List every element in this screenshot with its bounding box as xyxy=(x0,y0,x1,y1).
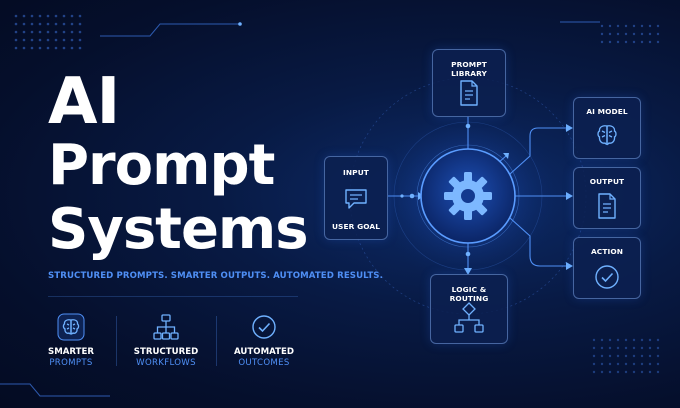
check-circle-icon xyxy=(593,263,621,291)
feature-structured-workflows: STRUCTURED WORKFLOWS xyxy=(121,312,211,368)
node-ai-model[interactable]: AI MODEL xyxy=(573,97,641,159)
node-ai-model-label: AI MODEL xyxy=(586,107,628,116)
node-action[interactable]: ACTION xyxy=(573,237,641,299)
node-prompt-library-label: PROMPT LIBRARY xyxy=(451,60,487,78)
tagline-divider xyxy=(48,296,298,297)
feature-smarter-prompts: SMARTER PROMPTS xyxy=(26,312,116,368)
chat-icon xyxy=(343,187,369,211)
node-input-label: INPUT xyxy=(343,168,369,177)
feature-line-2: OUTCOMES xyxy=(238,357,290,368)
node-action-label: ACTION xyxy=(590,247,623,256)
headline-line-1: AI xyxy=(48,65,120,139)
dot-grid-top-right xyxy=(600,24,660,44)
document-icon xyxy=(596,192,618,220)
node-prompt-library[interactable]: PROMPT LIBRARY xyxy=(432,49,506,117)
feature-line-1: STRUCTURED xyxy=(133,347,199,357)
node-logic-routing[interactable]: LOGIC & ROUTING xyxy=(430,274,508,344)
node-logic-routing-label: LOGIC & ROUTING xyxy=(449,285,489,303)
gear-icon xyxy=(441,169,495,223)
check-circle-icon xyxy=(249,312,279,342)
node-input[interactable]: INPUT USER GOAL xyxy=(324,156,388,240)
feature-line-2: PROMPTS xyxy=(49,357,93,368)
node-output-label: OUTPUT xyxy=(589,177,625,186)
brain-icon xyxy=(593,123,621,149)
feature-divider xyxy=(216,316,217,366)
feature-line-1: AUTOMATED xyxy=(234,347,294,357)
headline-line-3: Systems xyxy=(48,197,309,262)
feature-divider xyxy=(116,316,117,366)
brain-icon xyxy=(56,312,86,342)
flowchart-icon xyxy=(453,301,485,335)
feature-line-2: WORKFLOWS xyxy=(136,357,196,368)
hierarchy-icon xyxy=(151,312,181,342)
tagline: STRUCTURED PROMPTS. SMARTER OUTPUTS. AUT… xyxy=(48,271,383,281)
feature-automated-outcomes: AUTOMATED OUTCOMES xyxy=(219,312,309,368)
node-input-sublabel: USER GOAL xyxy=(331,222,381,231)
document-icon xyxy=(458,79,480,107)
feature-line-1: SMARTER xyxy=(48,347,94,357)
node-output[interactable]: OUTPUT xyxy=(573,167,641,229)
dot-grid-bottom-right xyxy=(592,338,660,374)
headline-line-2: Prompt xyxy=(48,133,275,198)
dot-grid-top-left xyxy=(14,14,82,50)
